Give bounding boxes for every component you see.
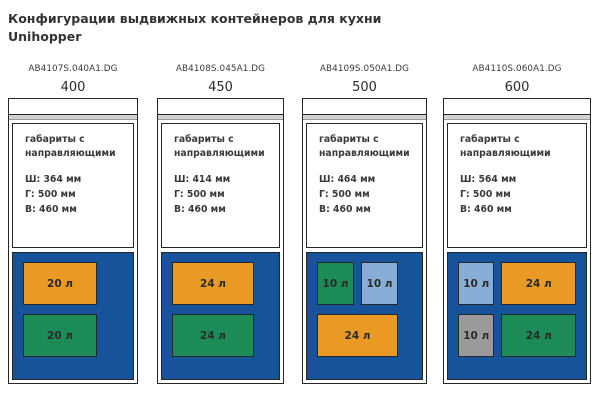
cabinet-body: габариты с направляющими Ш: 364 мм Г: 500 … (9, 120, 137, 383)
config-column: AB4107S.040A1.DG 400 габариты с направляющ… (0, 60, 147, 384)
sku-label: AB4109S.050A1.DG (319, 64, 410, 74)
cabinet-body: габариты с направляющими Ш: 464 мм Г: 500 … (303, 120, 426, 383)
spec-width: Ш: 564 мм (460, 173, 517, 185)
spec-width: Ш: 414 мм (174, 173, 231, 185)
cabinet-body: габариты с направляющими Ш: 564 мм Г: 500 … (444, 120, 590, 383)
drawer-row: 24 л (172, 262, 269, 305)
cabinet-runner-bar (303, 115, 426, 120)
spec-heading: габариты с направляющими (460, 134, 551, 159)
cabinet-drawing: габариты с направляющими Ш: 564 мм Г: 500 … (443, 98, 591, 384)
bin-lightblue: 10 л (361, 262, 398, 305)
cabinet-top-rail (158, 99, 283, 115)
bin-gray: 10 л (458, 314, 495, 357)
bin-orange: 24 л (317, 314, 398, 357)
config-column: AB4110S.060A1.DG 600 габариты с направляющ… (435, 60, 600, 384)
sku-label: AB4107S.040A1.DG (28, 64, 118, 74)
bin-green: 20 л (23, 314, 97, 357)
cabinet-body: габариты с направляющими Ш: 414 мм Г: 500 … (158, 120, 283, 383)
bin-lightblue: 10 л (458, 262, 495, 305)
spec-heading: габариты с направляющими (25, 134, 116, 159)
config-column: AB4108S.045A1.DG 450 габариты с направляющ… (147, 60, 292, 384)
drawer-row: 24 л (172, 314, 269, 357)
spec-height: В: 460 мм (319, 203, 371, 215)
spec-box: габариты с направляющими Ш: 414 мм Г: 500 … (161, 123, 280, 248)
cabinet-drawing: габариты с направляющими Ш: 364 мм Г: 500 … (8, 98, 138, 384)
cabinet-width-label: 400 (60, 80, 86, 95)
spec-height: В: 460 мм (460, 203, 512, 215)
bin-green: 10 л (317, 262, 354, 305)
spec-depth: Г: 500 мм (460, 188, 511, 200)
bin-orange: 24 л (501, 262, 576, 305)
configuration-columns: AB4107S.040A1.DG 400 габариты с направляющ… (0, 60, 600, 400)
drawer-row: 20 л (23, 314, 123, 357)
spec-heading: габариты с направляющими (174, 134, 265, 159)
sku-label: AB4108S.045A1.DG (175, 64, 266, 74)
cabinet-runner-bar (9, 115, 137, 120)
spec-width: Ш: 464 мм (319, 173, 376, 185)
spec-width: Ш: 364 мм (25, 173, 82, 185)
spec-box: габариты с направляющими Ш: 564 мм Г: 500 … (447, 123, 587, 248)
bin-green: 24 л (172, 314, 254, 357)
cabinet-width-label: 500 (352, 80, 377, 95)
cabinet-runner-bar (158, 115, 283, 120)
pull-out-drawer: 24 л 24 л (161, 252, 280, 380)
spec-height: В: 460 мм (174, 203, 226, 215)
spec-depth: Г: 500 мм (25, 188, 76, 200)
cabinet-drawing: габариты с направляющими Ш: 414 мм Г: 500 … (157, 98, 284, 384)
cabinet-width-label: 600 (504, 80, 530, 95)
sku-label: AB4110S.060A1.DG (472, 64, 562, 74)
cabinet-top-rail (9, 99, 137, 115)
bin-orange: 20 л (23, 262, 97, 305)
spec-box: габариты с направляющими Ш: 464 мм Г: 500 … (306, 123, 423, 248)
bin-green: 24 л (501, 314, 576, 357)
cabinet-runner-bar (444, 115, 590, 120)
spec-depth: Г: 500 мм (174, 188, 225, 200)
drawer-row: 24 л (317, 314, 412, 357)
cabinet-top-rail (303, 99, 426, 115)
cabinet-top-rail (444, 99, 590, 115)
pull-out-drawer: 20 л 20 л (12, 252, 134, 380)
config-column: AB4109S.050A1.DG 500 габариты с направляющ… (292, 60, 435, 384)
cabinet-width-label: 450 (208, 80, 233, 95)
bin-orange: 24 л (172, 262, 254, 305)
spec-height: В: 460 мм (25, 203, 77, 215)
page-title: Конфигурации выдвижных контейнеров для к… (8, 11, 382, 45)
drawer-row: 20 л (23, 262, 123, 305)
spec-box: габариты с направляющими Ш: 364 мм Г: 500 … (12, 123, 134, 248)
spec-heading: габариты с направляющими (319, 134, 410, 159)
spec-depth: Г: 500 мм (319, 188, 370, 200)
cabinet-drawing: габариты с направляющими Ш: 464 мм Г: 500 … (302, 98, 427, 384)
